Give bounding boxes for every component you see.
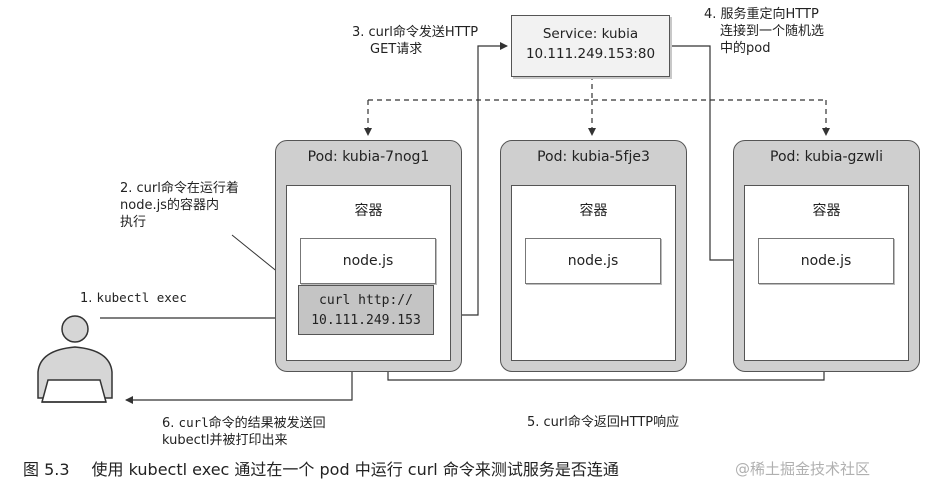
- step-4-line: 连接到一个随机选: [720, 24, 825, 39]
- redirect-arrow: [672, 45, 750, 264]
- figure-caption: 图 5.3 使用 kubectl exec 通过在一个 pod 中运行 curl …: [23, 456, 619, 480]
- service-address: 10.111.249.153:80: [525, 46, 656, 62]
- service-to-pods-dashed: [364, 75, 830, 136]
- step-2-line: 2. curl命令在运行着: [120, 181, 239, 196]
- figure-number: 图 5.3: [23, 460, 70, 479]
- container-label: 容器: [579, 203, 608, 219]
- curl-line-2: 10.111.249.153: [311, 313, 421, 328]
- nodejs-app: node.js: [300, 238, 436, 284]
- pod-title: Pod: kubia-7nog1: [307, 149, 430, 165]
- container-label: 容器: [812, 203, 841, 219]
- step-4-line: 中的pod: [720, 41, 771, 56]
- pod-title: Pod: kubia-5fje3: [537, 149, 650, 165]
- person-at-laptop-icon: [37, 315, 113, 403]
- step-6-command: curl: [178, 415, 209, 430]
- pod-kubia-7nog1: Pod: kubia-7nog1 容器 node.js: [275, 140, 462, 372]
- step-5-text: 5. curl命令返回HTTP响应: [527, 415, 680, 430]
- step-6-label: 6. curl命令的结果被发送回 kubectl并被打印出来: [162, 414, 326, 449]
- step-2-line: node.js的容器内: [120, 198, 219, 213]
- pod-kubia-5fje3: Pod: kubia-5fje3 容器 node.js: [500, 140, 687, 372]
- step-4-line: 4. 服务重定向HTTP: [704, 7, 819, 22]
- step-1-command: kubectl exec: [96, 290, 187, 305]
- step-5-label: 5. curl命令返回HTTP响应: [527, 414, 679, 431]
- step-4-label: 4. 服务重定向HTTP 连接到一个随机选 中的pod: [704, 6, 824, 57]
- service-name: Service: kubia: [542, 26, 639, 42]
- pod-title: Pod: kubia-gzwli: [770, 149, 883, 165]
- pod-kubia-gzwli: Pod: kubia-gzwli 容器 node.js: [733, 140, 920, 372]
- service-box: Service: kubia 10.111.249.153:80: [511, 15, 670, 77]
- container-label: 容器: [354, 203, 383, 219]
- watermark: @稀土掘金技术社区: [735, 460, 871, 478]
- container: 容器 node.js: [744, 185, 909, 361]
- figure-caption-text: 使用 kubectl exec 通过在一个 pod 中运行 curl 命令来测试…: [91, 460, 619, 479]
- step-1-prefix: 1.: [80, 291, 97, 306]
- container: 容器 node.js: [511, 185, 676, 361]
- step-3-label: 3. curl命令发送HTTP GET请求: [352, 24, 478, 58]
- curl-command-box: curl http:// 10.111.249.153: [298, 285, 434, 335]
- step-1-label: 1. kubectl exec: [80, 289, 187, 307]
- nodejs-app: node.js: [758, 238, 894, 284]
- curl-line-1: curl http://: [319, 293, 413, 308]
- nodejs-app: node.js: [525, 238, 661, 284]
- step-2-line: 执行: [120, 215, 147, 230]
- step-6-rest: 命令的结果被发送回: [208, 416, 326, 431]
- step-3-line: GET请求: [370, 42, 423, 57]
- step-6-prefix: 6.: [162, 416, 179, 431]
- step-2-label: 2. curl命令在运行着 node.js的容器内 执行: [120, 180, 239, 231]
- step-6-line-2: kubectl并被打印出来: [162, 433, 288, 448]
- step-3-line: 3. curl命令发送HTTP: [352, 25, 479, 40]
